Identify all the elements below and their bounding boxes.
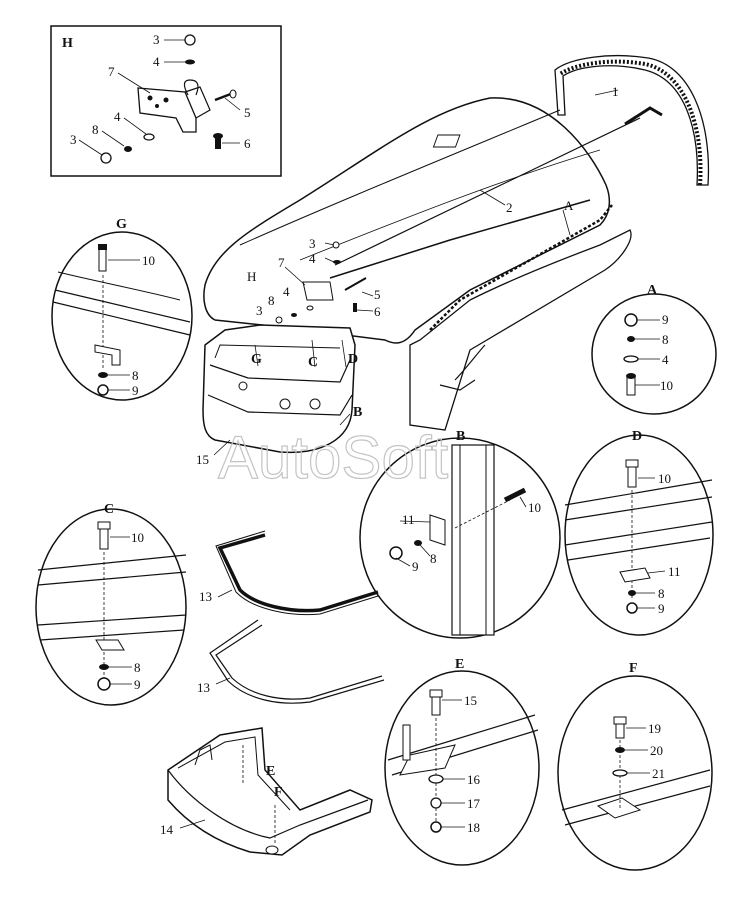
callout-g-9: 9 — [132, 383, 139, 398]
detail-view-g: G 10 8 9 — [51, 217, 193, 401]
callout-1: 1 — [612, 84, 619, 99]
callout-h-5: 5 — [244, 105, 251, 120]
callout-a-10: 10 — [660, 378, 673, 393]
callout-h-3: 3 — [153, 32, 160, 47]
callout-d-9: 9 — [658, 601, 665, 616]
callout-c-9: 9 — [134, 677, 141, 692]
callout-main-4b: 4 — [283, 284, 290, 299]
seal-strips-part-13: 13 13 — [197, 530, 385, 704]
bottom-tray-part-14: 14 E F — [160, 727, 373, 856]
callout-c: C — [308, 355, 318, 370]
callout-b-10: 10 — [528, 500, 541, 515]
callout-a-8: 8 — [662, 332, 669, 347]
callout-a: A — [564, 198, 574, 213]
view-label-f: F — [629, 661, 638, 676]
callout-d-11: 11 — [668, 564, 681, 579]
callout-15: 15 — [196, 452, 209, 467]
callout-f-19: 19 — [648, 721, 661, 736]
callout-h-7: 7 — [108, 64, 115, 79]
callout-main-5: 5 — [374, 287, 381, 302]
front-frame-part-15 — [202, 324, 356, 454]
callout-e-17: 17 — [467, 796, 481, 811]
view-label-h: H — [62, 36, 73, 51]
callout-g: G — [251, 352, 262, 367]
hood-part-2 — [203, 97, 611, 344]
callout-a-4: 4 — [662, 352, 669, 367]
callout-d: D — [348, 352, 358, 367]
view-label-g: G — [116, 217, 127, 232]
view-label-e: E — [455, 657, 464, 672]
watermark-text: AutoSoft — [218, 424, 448, 491]
callout-g-8: 8 — [132, 368, 139, 383]
side-panel — [409, 229, 632, 431]
callout-main-3: 3 — [309, 236, 316, 251]
callout-d-10: 10 — [658, 471, 671, 486]
callout-h-6: 6 — [244, 136, 251, 151]
callout-13b: 13 — [197, 680, 210, 695]
detail-view-b: B 11 10 8 9 — [359, 429, 561, 639]
bracket-part — [137, 87, 197, 133]
callout-main-6: 6 — [374, 304, 381, 319]
callout-e-16: 16 — [467, 772, 481, 787]
callout-13a: 13 — [199, 589, 212, 604]
callout-c-10: 10 — [131, 530, 144, 545]
view-label-a: A — [647, 283, 658, 298]
callout-e: E — [266, 764, 275, 779]
washer-4b — [143, 133, 155, 141]
detail-view-a: A 9 8 4 10 — [591, 283, 717, 415]
washer-4 — [185, 59, 195, 65]
callout-2: 2 — [506, 200, 513, 215]
callout-main-3b: 3 — [256, 303, 263, 318]
view-label-b: B — [456, 429, 465, 444]
callout-h-4b: 4 — [114, 109, 121, 124]
callout-g-10: 10 — [142, 253, 155, 268]
callout-b-11: 11 — [402, 512, 415, 527]
callout-f-20: 20 — [650, 743, 663, 758]
detail-view-c: C 10 8 9 — [35, 502, 187, 706]
callout-main-4: 4 — [309, 251, 316, 266]
callout-b-8: 8 — [430, 551, 437, 566]
callout-c-8: 8 — [134, 660, 141, 675]
lockwasher-8 — [124, 146, 132, 152]
detail-view-e: E 15 16 17 18 — [384, 657, 540, 866]
callout-b: B — [353, 405, 362, 420]
trim-strip-part-1 — [554, 55, 710, 186]
callout-main-h: H — [247, 269, 256, 284]
detail-view-d: D 10 11 8 9 — [564, 429, 714, 636]
callout-f: F — [274, 785, 283, 800]
detail-view-h: H 3 4 7 5 6 4 8 3 — [50, 25, 282, 177]
callout-main-8: 8 — [268, 293, 275, 308]
callout-b-9: 9 — [412, 559, 419, 574]
callout-h-8: 8 — [92, 122, 99, 137]
callout-e-18: 18 — [467, 820, 480, 835]
callout-d-8: 8 — [658, 586, 665, 601]
callout-h-3b: 3 — [70, 132, 77, 147]
callout-e-15: 15 — [464, 693, 477, 708]
callout-a-9: 9 — [662, 312, 669, 327]
nut-3b — [100, 152, 112, 164]
callout-14: 14 — [160, 822, 174, 837]
view-label-c: C — [104, 502, 114, 517]
callout-main-7: 7 — [278, 255, 285, 270]
detail-view-f: F 19 20 21 — [557, 661, 713, 871]
nut-3 — [184, 34, 196, 46]
bolt-6 — [215, 135, 221, 149]
callout-f-21: 21 — [652, 766, 665, 781]
main-hood-assembly: 1 2 A 3 4 7 H 4 8 3 5 6 G C D B 15 — [196, 55, 710, 467]
view-label-d: D — [632, 429, 642, 444]
callout-h-4: 4 — [153, 54, 160, 69]
